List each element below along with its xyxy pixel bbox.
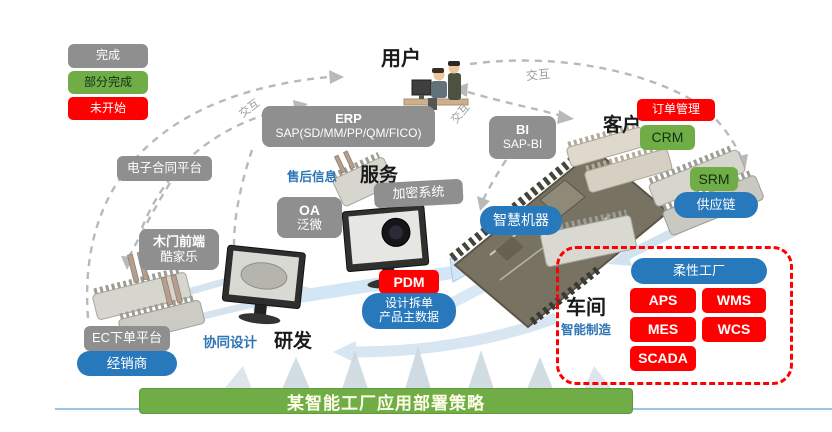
legend-done-label: 完成 [95,48,120,63]
erp-box: ERP SAP(SD/MM/PP/QM/FICO) [262,106,435,147]
ec-platform-box: EC下单平台 [84,326,170,351]
scada-label: SCADA [638,350,688,367]
flexible-factory-label: 柔性工厂 [672,262,725,278]
rnd-label: 研发 [274,331,313,352]
ec-platform-label: EC下单平台 [91,330,163,346]
dealer-box: 经销商 [77,351,177,376]
smart-machine-label: 智慧机器 [493,212,549,229]
flexible-factory-box: 柔性工厂 [631,258,767,284]
legend-not-started-label: 未开始 [89,100,126,115]
mes-label: MES [647,321,679,338]
customer-label: 客户 [603,115,642,136]
e-contract-label: 电子合同平台 [126,161,202,176]
workshop-label: 车间 [566,297,606,319]
erp-title: ERP [335,111,362,127]
oa-title: OA [299,202,320,219]
legend-partial-label: 部分完成 [83,74,132,89]
design-split-box: 设计拆单 产品主数据 [362,293,456,329]
supply-chain-box: 供应链 [674,192,758,218]
pdm-box: PDM [379,270,439,294]
bi-title: BI [516,122,529,138]
supply-chain-label: 供应链 [696,196,736,212]
wcs-label: WCS [717,321,751,338]
aps-label: APS [648,292,678,309]
oa-box: OA 泛微 [277,197,342,238]
legend-not-started: 未开始 [68,97,148,120]
dealer-label: 经销商 [106,355,148,371]
crm-box: CRM [640,125,695,150]
smart-mfg-label: 智能制造 [561,323,612,337]
erp-subtitle: SAP(SD/MM/PP/QM/FICO) [275,126,422,141]
srm-label: SRM [698,170,730,187]
pdm-label: PDM [393,273,425,290]
title-banner-label: 某智能工厂应用部署策略 [287,393,485,413]
srm-box: SRM [690,167,738,191]
order-management-box: 订单管理 [637,99,715,121]
crm-label: CRM [651,129,684,146]
interaction-label-top: 交互 [525,66,551,84]
wms-label: WMS [716,292,752,309]
encryption-box: 加密系统 [373,178,464,209]
legend-partial: 部分完成 [68,71,148,94]
wood-door-subtitle: 酷家乐 [160,249,198,264]
wcs-box: WCS [702,317,766,342]
user-label: 用户 [381,48,421,70]
order-management-label: 订单管理 [651,102,700,117]
title-banner: 某智能工厂应用部署策略 [139,388,633,414]
mes-box: MES [630,317,696,342]
design-split-label: 设计拆单 [384,296,433,311]
wood-door-title: 木门前端 [152,233,205,249]
oa-subtitle: 泛微 [296,218,322,233]
service-label: 服务 [360,165,399,186]
service-machine-image [332,150,395,207]
after-sales-label: 售后信息 [287,170,338,184]
scada-box: SCADA [630,346,696,371]
wood-door-box: 木门前端 酷家乐 [139,229,219,270]
wms-box: WMS [702,288,766,313]
scan-monitor-image [221,244,306,325]
encryption-label: 加密系统 [392,183,445,202]
legend-done: 完成 [68,44,148,68]
collab-design-label: 协同设计 [203,335,257,350]
aps-box: APS [630,288,696,313]
bi-box: BI SAP-BI [489,116,556,159]
users-photo [403,61,469,110]
bi-subtitle: SAP-BI [502,137,543,152]
e-contract-box: 电子合同平台 [117,156,212,181]
product-master-label: 产品主数据 [378,310,439,324]
workshop-group-border [556,246,793,385]
smart-machine-box: 智慧机器 [480,206,562,235]
